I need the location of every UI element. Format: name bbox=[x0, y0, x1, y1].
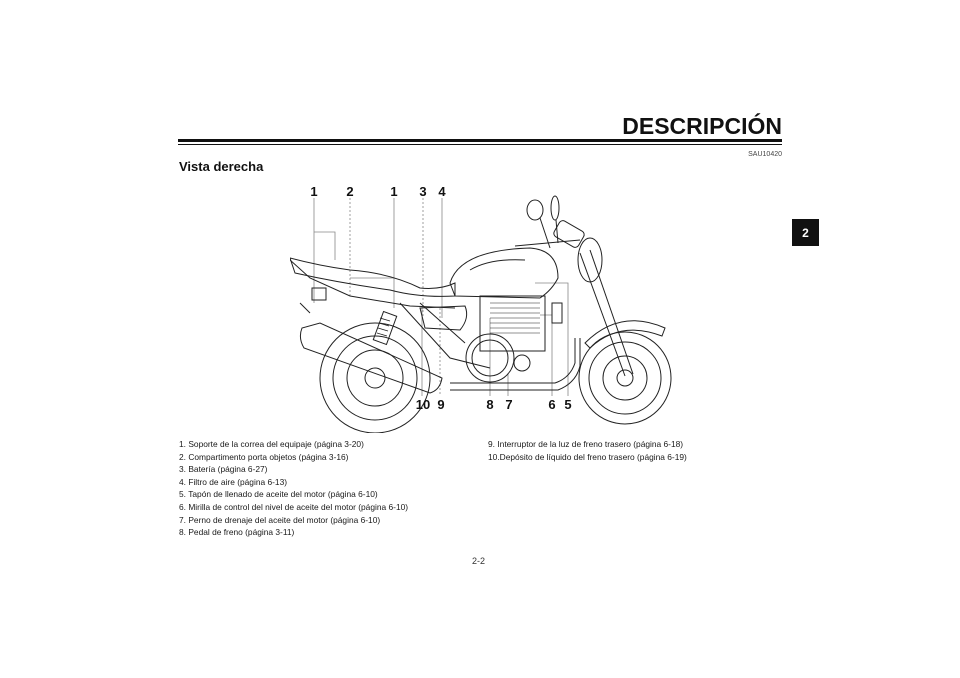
legend-item-8: 8. Pedal de freno (página 3-11) bbox=[179, 527, 295, 538]
callout-7: 7 bbox=[505, 397, 513, 412]
legend-item-5: 5. Tapón de llenado de aceite del motor … bbox=[179, 489, 378, 500]
callout-4: 4 bbox=[438, 184, 446, 199]
callout-1b: 1 bbox=[390, 184, 398, 199]
chapter-tab: 2 bbox=[792, 219, 819, 246]
callout-2: 2 bbox=[346, 184, 354, 199]
header-rule-thick bbox=[178, 139, 782, 142]
callout-5: 5 bbox=[564, 397, 572, 412]
legend-item-3: 3. Batería (página 6-27) bbox=[179, 464, 268, 475]
callout-1a: 1 bbox=[310, 184, 318, 199]
callout-8: 8 bbox=[486, 397, 494, 412]
callout-6: 6 bbox=[548, 397, 556, 412]
legend-item-10: 10.Depósito de líquido del freno trasero… bbox=[488, 451, 687, 462]
legend-item-1: 1. Soporte de la correa del equipaje (pá… bbox=[179, 439, 364, 449]
header-rule-thin bbox=[178, 144, 782, 145]
document-code: SAU10420 bbox=[748, 151, 782, 158]
page-number: 2-2 bbox=[472, 556, 486, 566]
callout-10: 10 bbox=[415, 397, 431, 412]
legend-item-7: 7. Perno de drenaje del aceite del motor… bbox=[179, 514, 381, 525]
legend-item-9: 9. Interruptor de la luz de freno traser… bbox=[488, 439, 684, 449]
section-heading: Vista derecha bbox=[179, 159, 264, 174]
motorcycle-illustration bbox=[290, 195, 672, 433]
motorcycle-figure: 1 2 1 3 4 10 9 8 7 6 5 bbox=[290, 178, 680, 433]
callout-3: 3 bbox=[419, 184, 427, 199]
legend-item-6: 6. Mirilla de control del nivel de aceit… bbox=[179, 501, 409, 512]
legend-left-column: 1. Soporte de la correa del equipaje (pá… bbox=[179, 438, 408, 539]
page-title: DESCRIPCIÓN bbox=[622, 113, 782, 139]
legend-right-column: 9. Interruptor de la luz de freno traser… bbox=[488, 438, 687, 463]
legend-item-4: 4. Filtro de aire (página 6-13) bbox=[179, 476, 288, 487]
callout-9: 9 bbox=[437, 397, 445, 412]
legend-item-2: 2. Compartimento porta objetos (página 3… bbox=[179, 451, 349, 462]
